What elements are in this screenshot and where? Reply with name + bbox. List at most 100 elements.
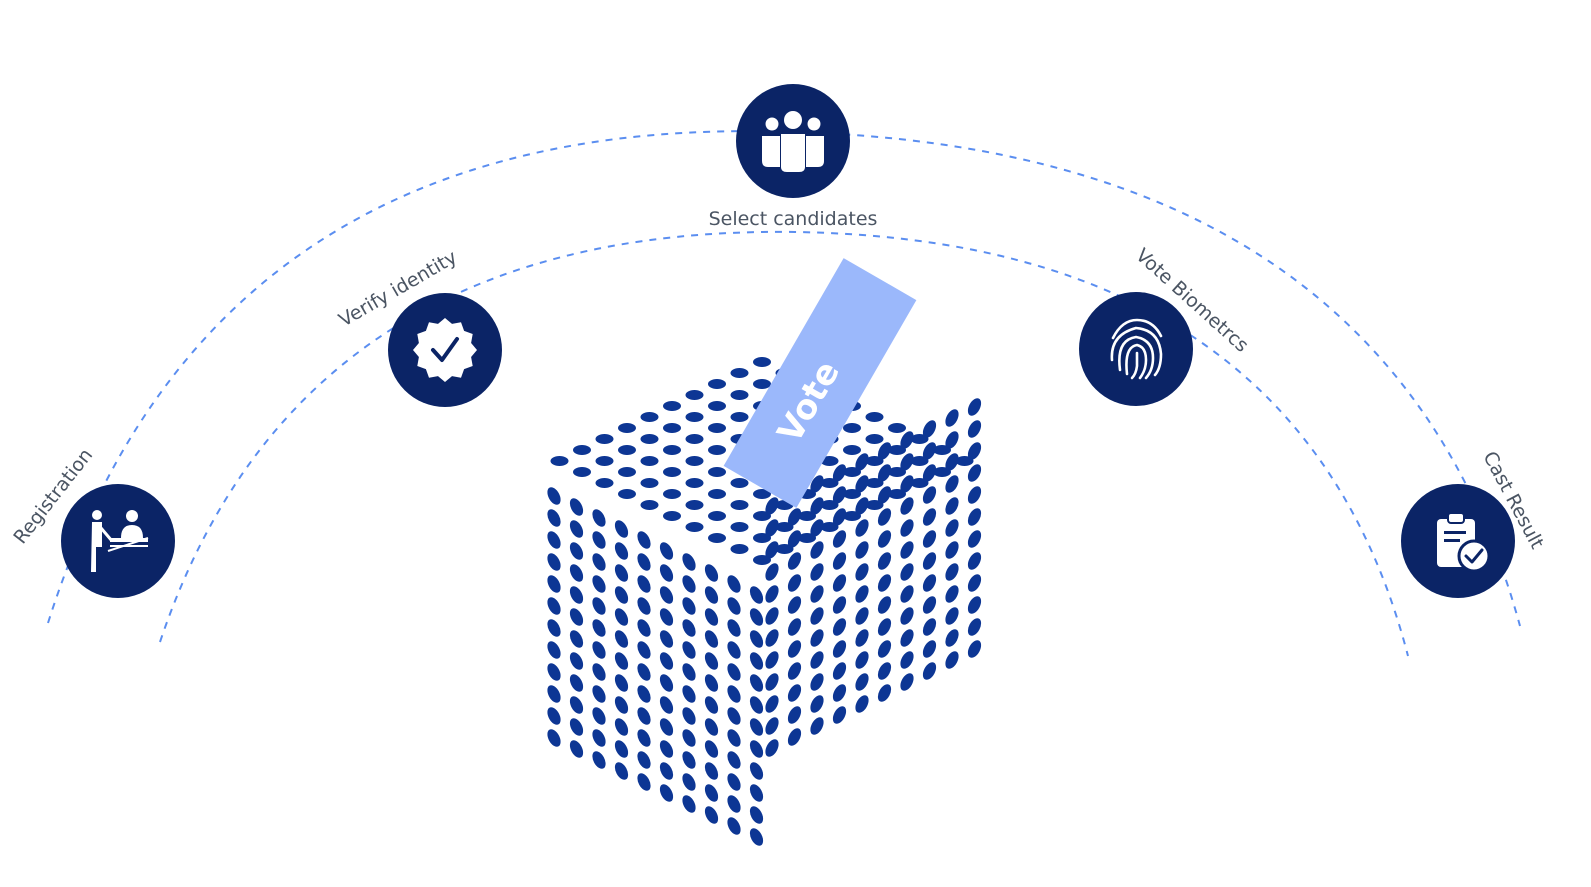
ballot-box-left-dot (704, 674, 719, 692)
registration-desk-icon (91, 510, 149, 572)
ballot-box-left-dot (614, 696, 629, 714)
ballot-box-right-dot (810, 607, 824, 625)
ballot-box-top-dot (708, 379, 726, 389)
ballot-box-left-dot (547, 685, 561, 703)
ballot-box-top-dot (618, 445, 636, 455)
step-verify-identity[interactable]: Verify identity (335, 246, 502, 407)
ballot-box-left-dot (704, 784, 719, 802)
ballot-box-right-dot (967, 640, 982, 658)
ballot-box-left-dot (749, 696, 764, 714)
ballot-box-right-dot (945, 629, 959, 647)
ballot-box-left-dot (727, 773, 741, 791)
ballot-box-right-dot (900, 475, 914, 493)
ballot-box-top-dot (730, 412, 749, 422)
ballot-box-left-dot (614, 718, 629, 736)
ballot-box-left-dot (682, 597, 696, 615)
ballot-box-left-dot (614, 520, 629, 538)
fingerprint-icon (1110, 318, 1163, 380)
ballot-box-right-dot (945, 563, 959, 581)
ballot-box-left-dot (682, 575, 696, 593)
ballot-box-left-dot (704, 630, 719, 648)
step-registration[interactable]: Registration (9, 444, 175, 598)
ballot-box-left-dot (592, 597, 606, 615)
ballot-box-left-dot (569, 542, 584, 560)
ballot-box-right-dot (922, 530, 937, 548)
ballot-box-left-dot (592, 619, 606, 637)
step-cast-result[interactable]: Cast Result (1401, 448, 1548, 598)
ballot-box-right-dot (877, 574, 892, 592)
ballot-box-left-dot (569, 718, 584, 736)
ballot-box-top-dot (708, 401, 726, 411)
step-vote-biometrics[interactable]: Vote Biometrcs (1079, 244, 1253, 406)
ballot-box-right-dot (765, 541, 779, 559)
ballot-box-right-dot (945, 651, 959, 669)
ballot-box-right-dot (967, 618, 982, 636)
ballot-box-left-dot (682, 751, 696, 769)
ballot-box-right-dot (810, 541, 824, 559)
ballot-box-top-dot (640, 500, 659, 510)
ballot-box-top-dot (753, 489, 771, 499)
ballot-box-left-dot (749, 762, 764, 780)
ballot-box-top-dot (573, 467, 591, 477)
ballot-box-right-dot (967, 596, 982, 614)
ballot-box-right-dot (855, 475, 869, 493)
ballot-box-right-dot (900, 673, 914, 691)
ballot-box-right-dot (855, 673, 869, 691)
ballot-box-left-dot (727, 751, 741, 769)
ballot-box-top-dot (663, 445, 681, 455)
ballot-box-left-dot (704, 652, 719, 670)
ballot-box-right-dot (832, 508, 847, 526)
ballot-box-top-dot (685, 434, 704, 444)
ballot-box-left-dot (637, 575, 651, 593)
ballot-box-left-dot (659, 608, 674, 626)
ballot-box-top-dot (730, 368, 749, 378)
ballot-box-left-dot (727, 795, 741, 813)
ballot-box-left-dot (614, 630, 629, 648)
ballot-box-right-dot (855, 519, 869, 537)
ballot-box-left-dot (682, 553, 696, 571)
ballot-box-top-dot (820, 456, 839, 466)
ballot-box-right-dot (967, 442, 982, 460)
ballot-box-left-dot (659, 784, 674, 802)
ballot-box-left-dot (727, 729, 741, 747)
ballot-box-right-dot (855, 629, 869, 647)
ballot-paper-sheet (723, 258, 917, 508)
ballot-box-left-dot (637, 707, 651, 725)
ballot-box-right-dot (765, 585, 779, 603)
ballot-box-left-dot (637, 751, 651, 769)
ballot-box-left-dot (569, 674, 584, 692)
ballot-box-left-dot (659, 762, 674, 780)
ballot-box-top-dot (685, 500, 704, 510)
ballot-box-right-dot (922, 596, 937, 614)
ballot-box-right-dot (832, 706, 847, 724)
ballot-box-top-dot (618, 467, 636, 477)
ballot-box-right-dot (900, 563, 914, 581)
ballot-box-left-dot (592, 531, 606, 549)
ballot-box-left-dot (749, 630, 764, 648)
ballot-box-right-dot (765, 607, 779, 625)
ballot-box-right-dot (765, 673, 779, 691)
ballot-box-right-dot (922, 508, 937, 526)
ballot-box-right-dot (900, 651, 914, 669)
ballot-box-right-dot (900, 585, 914, 603)
step-select-candidates[interactable]: Select candidates (709, 84, 878, 230)
ballot-box-left-dot (547, 641, 561, 659)
ballot-box-top-dot (888, 423, 906, 433)
ballot-box-right-dot (922, 574, 937, 592)
ballot-box-right-dot (832, 464, 847, 482)
ballot-box-top-dot (708, 489, 726, 499)
ballot-box-right-dot (967, 420, 982, 438)
ballot-box-left-dot (569, 520, 584, 538)
ballot-box-left-dot (569, 696, 584, 714)
ballot-box-right-dot (855, 585, 869, 603)
ballot-box-right-dot (810, 497, 824, 515)
ballot-box-left-dot (682, 707, 696, 725)
ballot-box-right-dot (945, 409, 959, 427)
ballot-box-left-dot (727, 641, 741, 659)
ballot-box-left-dot (682, 619, 696, 637)
ballot-box-left-dot (659, 652, 674, 670)
ballot-box-right-dot (922, 464, 937, 482)
ballot-box-top-dot (865, 412, 884, 422)
ballot-box-top-dot (640, 434, 659, 444)
ballot-box-right-dot (855, 563, 869, 581)
